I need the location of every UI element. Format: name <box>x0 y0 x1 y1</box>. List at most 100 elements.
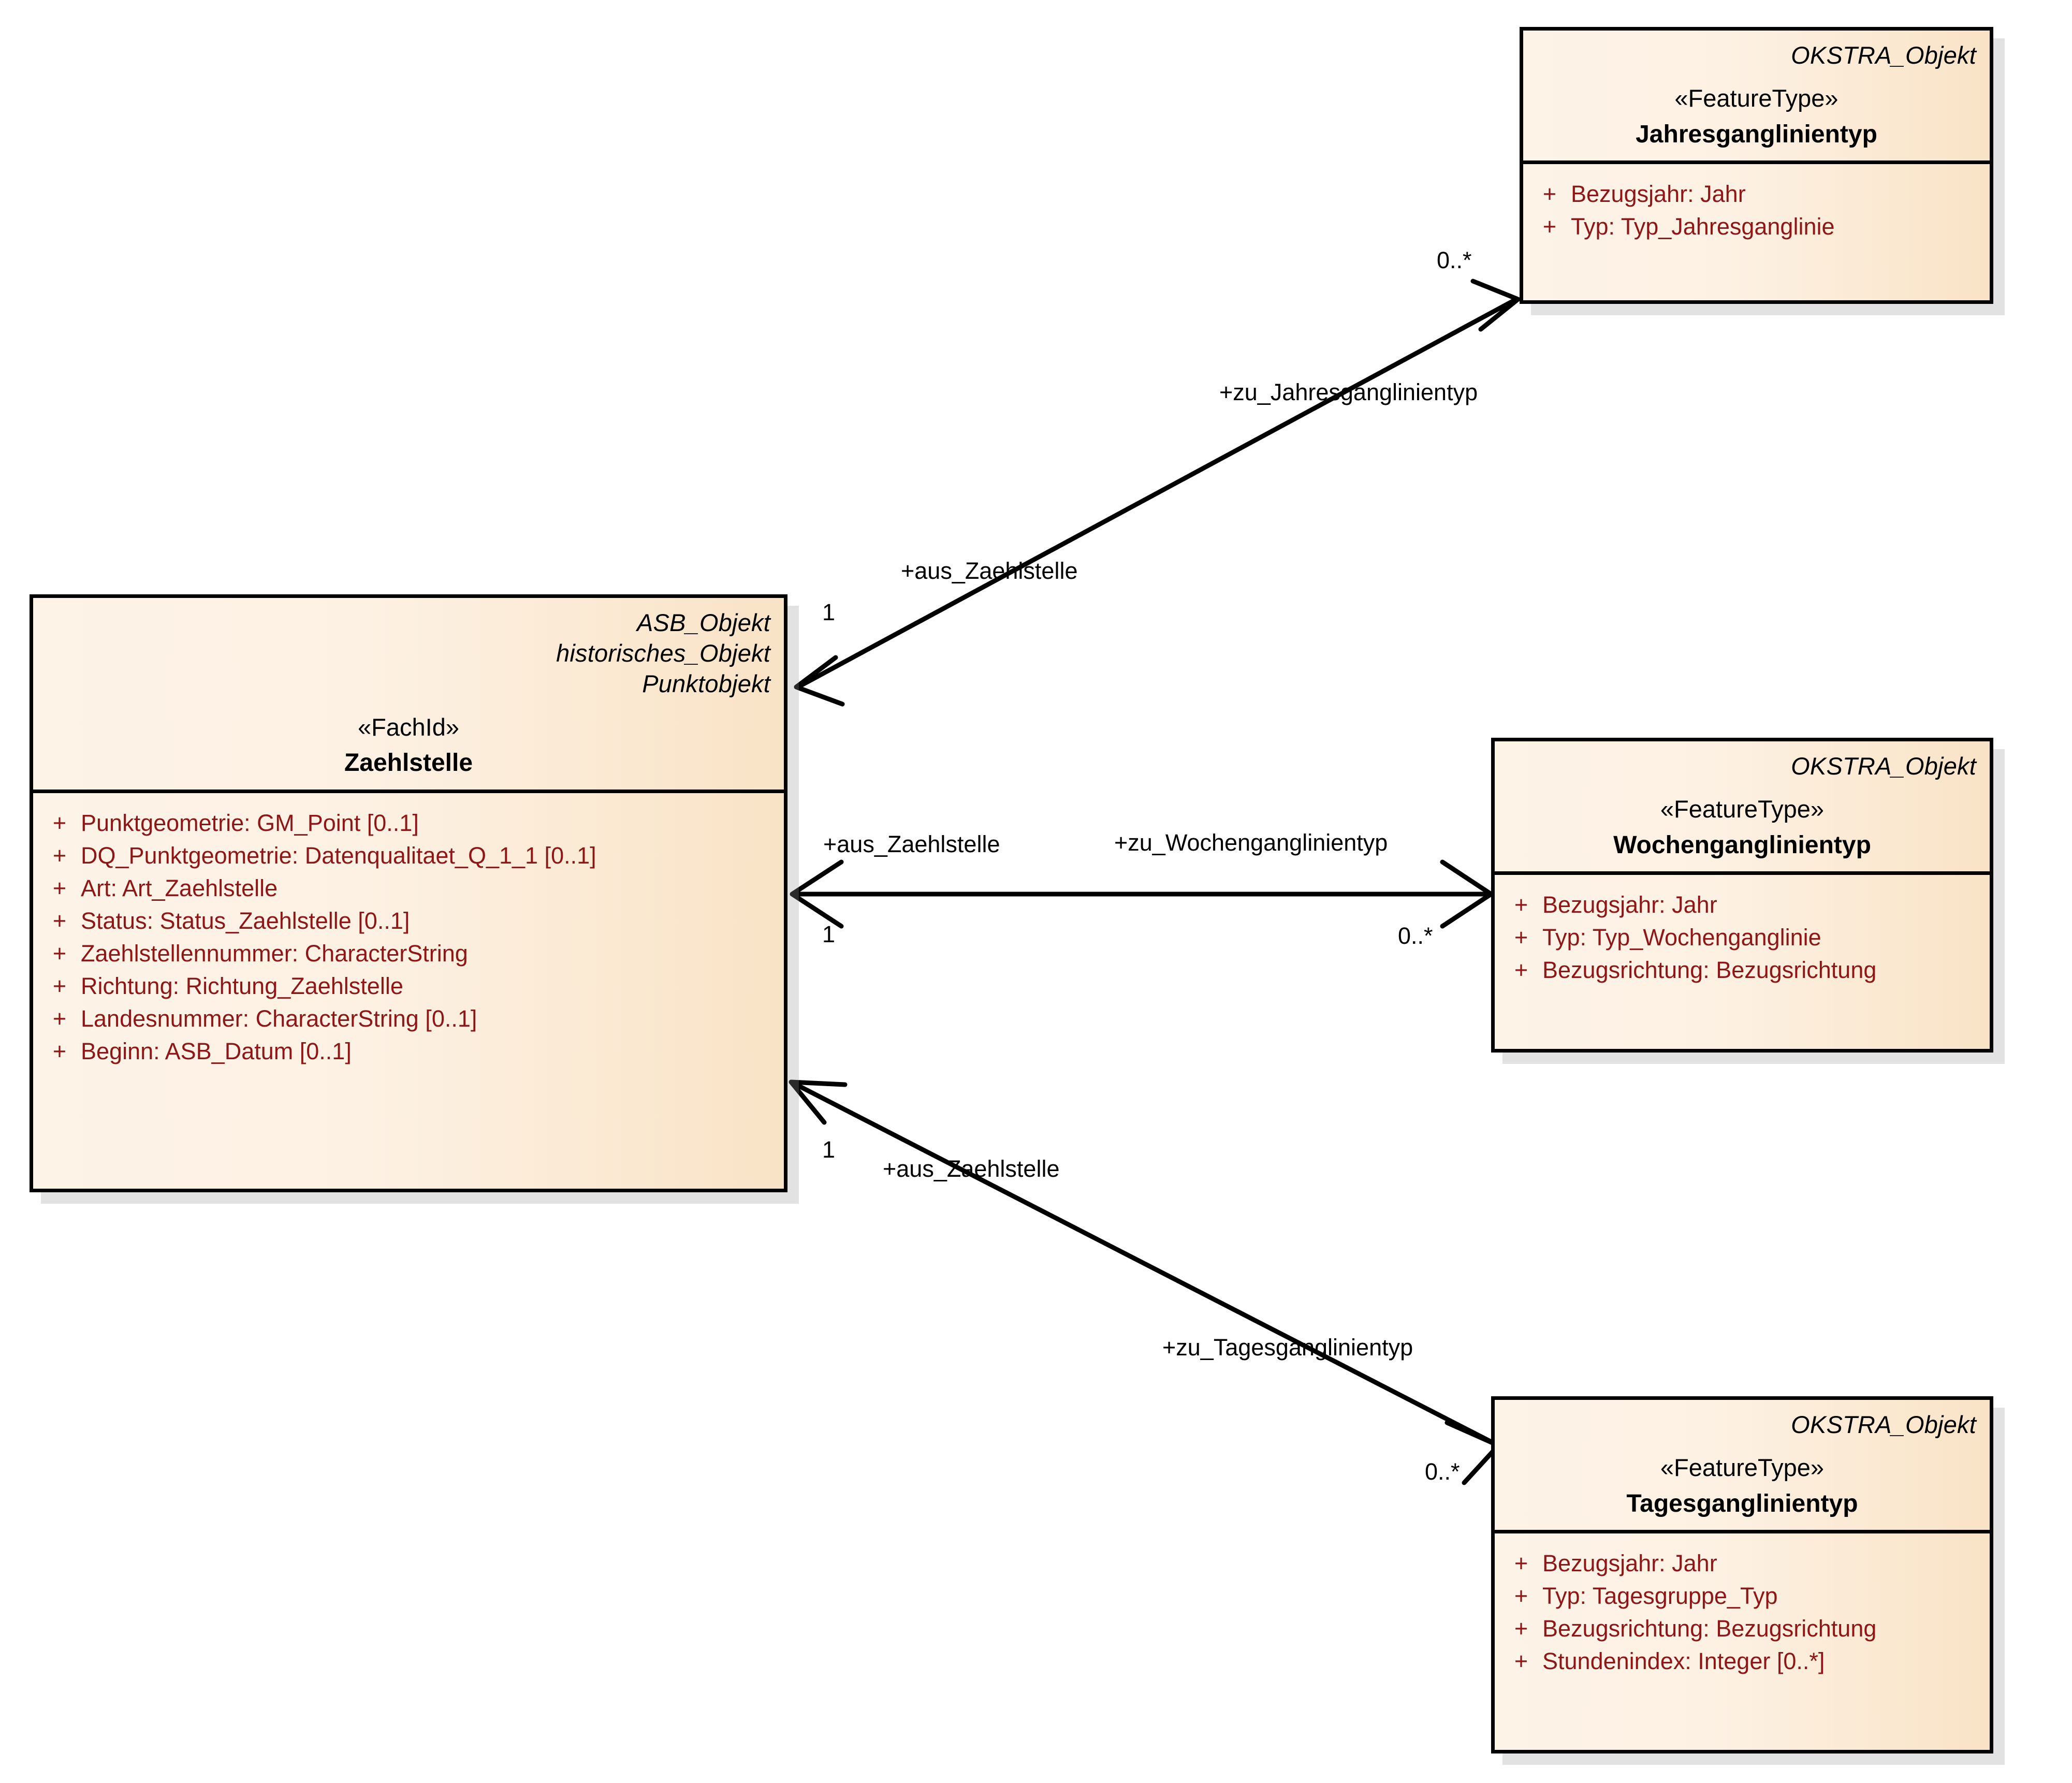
multiplicity-wochenganglinientyp-source: 1 <box>822 921 836 947</box>
multiplicity-jahresganglinientyp-target: 0..* <box>1437 247 1472 273</box>
multiplicity-jahresganglinientyp-source: 1 <box>822 599 836 625</box>
multiplicity-tagesganglinientyp-target: 0..* <box>1425 1458 1460 1485</box>
attribute-row: + DQ_Punktgeometrie: Datenqualitaet_Q_1_… <box>38 839 779 872</box>
class-parents-jahresganglinientyp: OKSTRA_Objekt <box>1537 40 1976 70</box>
class-attributes-zaehlstelle: + Punktgeometrie: GM_Point [0..1] + DQ_P… <box>33 793 784 1078</box>
class-divider <box>1523 160 1990 165</box>
attribute-row: + Landesnummer: CharacterString [0..1] <box>38 1002 779 1035</box>
attribute-row: + Richtung: Richtung_Zaehlstelle <box>38 970 779 1002</box>
class-stereotype-tagesganglinientyp: «FeatureType» <box>1660 1454 1825 1482</box>
attribute-text: Beginn: ASB_Datum [0..1] <box>81 1037 352 1064</box>
class-box-wochenganglinientyp[interactable]: OKSTRA_Objekt «FeatureType» Wochengangli… <box>1491 738 1993 1053</box>
attribute-text: Typ: Typ_Wochenganglinie <box>1542 924 1821 951</box>
parent-label: Punktobjekt <box>642 670 770 698</box>
attribute-text: Landesnummer: CharacterString [0..1] <box>81 1005 477 1032</box>
class-divider <box>1495 871 1990 875</box>
association-label-aus-zaehlstelle-wochen: +aus_Zaehlstelle <box>823 831 1000 857</box>
association-jahresganglinientyp[interactable] <box>794 279 1521 707</box>
attribute-visibility: + <box>52 1005 67 1032</box>
attribute-text: Typ: Tagesgruppe_Typ <box>1542 1583 1778 1610</box>
attribute-visibility: + <box>1542 181 1557 208</box>
attribute-row: + Bezugsjahr: Jahr <box>1528 178 1985 210</box>
attribute-text: Bezugsrichtung: Bezugsrichtung <box>1542 1615 1877 1642</box>
class-name-wochenganglinientyp: Wochenganglinientyp <box>1613 831 1871 859</box>
attribute-text: Punktgeometrie: GM_Point [0..1] <box>81 809 419 836</box>
multiplicity-wochenganglinientyp-target: 0..* <box>1398 923 1433 949</box>
class-divider <box>33 789 784 793</box>
attribute-visibility: + <box>1514 924 1528 951</box>
attribute-row: + Bezugsrichtung: Bezugsrichtung <box>1500 1612 1985 1645</box>
association-label-zu-wochenganglinientyp: +zu_Wochenganglinientyp <box>1114 829 1388 856</box>
attribute-row: + Status: Status_Zaehlstelle [0..1] <box>38 904 779 937</box>
attribute-text: Zaehlstellennummer: CharacterString <box>81 940 468 967</box>
attribute-row: + Art: Art_Zaehlstelle <box>38 872 779 904</box>
association-label-aus-zaehlstelle-tages: +aus_Zaehlstelle <box>883 1156 1060 1182</box>
attribute-visibility: + <box>52 842 67 869</box>
attribute-visibility: + <box>52 907 67 934</box>
class-header-jahresganglinientyp: OKSTRA_Objekt «FeatureType» Jahresgangli… <box>1523 31 1990 160</box>
association-label-zu-tagesganglinientyp: +zu_Tagesganglinientyp <box>1162 1334 1413 1361</box>
attribute-row: + Zaehlstellennummer: CharacterString <box>38 937 779 970</box>
attribute-visibility: + <box>52 940 67 967</box>
arrowhead-to-zaehlstelle-jahres <box>794 655 845 707</box>
attribute-text: Status: Status_Zaehlstelle [0..1] <box>81 907 410 934</box>
class-name-tagesganglinientyp: Tagesganglinientyp <box>1626 1489 1858 1517</box>
attribute-visibility: + <box>52 809 67 836</box>
multiplicity-tagesganglinientyp-source: 1 <box>822 1136 836 1163</box>
attribute-visibility: + <box>52 1037 67 1064</box>
attribute-visibility: + <box>1514 957 1528 984</box>
attribute-text: Bezugsjahr: Jahr <box>1571 181 1746 208</box>
attribute-visibility: + <box>1542 213 1557 240</box>
association-wochenganglinientyp[interactable] <box>790 859 1494 929</box>
class-parents-tagesganglinientyp: OKSTRA_Objekt <box>1508 1409 1976 1440</box>
attribute-text: Richtung: Richtung_Zaehlstelle <box>81 972 403 999</box>
association-label-zu-jahresganglinientyp: +zu_Jahresganglinientyp <box>1219 379 1478 405</box>
parent-label: OKSTRA_Objekt <box>1791 752 1976 780</box>
class-name-jahresganglinientyp: Jahresganglinientyp <box>1636 120 1877 148</box>
class-stereotype-jahresganglinientyp: «FeatureType» <box>1674 84 1838 112</box>
attribute-visibility: + <box>1514 1550 1528 1577</box>
attribute-text: Bezugsjahr: Jahr <box>1542 892 1717 918</box>
arrowhead-to-zaehlstelle-wochen <box>790 859 844 929</box>
parent-label: OKSTRA_Objekt <box>1791 41 1976 69</box>
attribute-visibility: + <box>52 874 67 901</box>
parent-label: ASB_Objekt <box>636 609 770 636</box>
class-parents-wochenganglinientyp: OKSTRA_Objekt <box>1508 751 1976 781</box>
attribute-text: Bezugsjahr: Jahr <box>1542 1550 1717 1577</box>
class-name-zaehlstelle: Zaehlstelle <box>344 749 473 777</box>
class-parents-zaehlstelle: ASB_Objekt historisches_Objekt Punktobje… <box>47 607 770 699</box>
association-tagesganglinientyp[interactable] <box>789 1079 1501 1485</box>
class-header-tagesganglinientyp: OKSTRA_Objekt «FeatureType» Tagesganglin… <box>1495 1400 1990 1530</box>
parent-label: historisches_Objekt <box>556 639 770 667</box>
attribute-row: + Punktgeometrie: GM_Point [0..1] <box>38 807 779 839</box>
class-box-jahresganglinientyp[interactable]: OKSTRA_Objekt «FeatureType» Jahresgangli… <box>1520 27 1993 304</box>
class-attributes-tagesganglinientyp: + Bezugsjahr: Jahr + Typ: Tagesgruppe_Ty… <box>1495 1533 1990 1688</box>
arrowhead-to-jahresganglinientyp <box>1470 279 1521 332</box>
attribute-row: + Bezugsrichtung: Bezugsrichtung <box>1500 954 1985 986</box>
attribute-row: + Beginn: ASB_Datum [0..1] <box>38 1035 779 1068</box>
attribute-visibility: + <box>1514 1583 1528 1610</box>
arrowhead-to-wochenganglinientyp <box>1440 859 1494 929</box>
class-attributes-jahresganglinientyp: + Bezugsjahr: Jahr + Typ: Typ_Jahresgang… <box>1523 164 1990 253</box>
class-header-wochenganglinientyp: OKSTRA_Objekt «FeatureType» Wochengangli… <box>1495 741 1990 871</box>
attribute-visibility: + <box>1514 1648 1528 1675</box>
class-stereotype-wochenganglinientyp: «FeatureType» <box>1660 795 1825 823</box>
attribute-row: + Typ: Typ_Jahresganglinie <box>1528 210 1985 243</box>
class-stereotype-zaehlstelle: «FachId» <box>358 713 459 741</box>
arrowhead-to-zaehlstelle-tages <box>789 1079 848 1125</box>
class-header-zaehlstelle: ASB_Objekt historisches_Objekt Punktobje… <box>33 598 784 790</box>
attribute-text: Art: Art_Zaehlstelle <box>81 874 278 901</box>
attribute-row: + Bezugsjahr: Jahr <box>1500 888 1985 921</box>
attribute-visibility: + <box>1514 892 1528 918</box>
attribute-row: + Bezugsjahr: Jahr <box>1500 1547 1985 1580</box>
class-attributes-wochenganglinientyp: + Bezugsjahr: Jahr + Typ: Typ_Wochengang… <box>1495 875 1990 997</box>
attribute-row: + Stundenindex: Integer [0..*] <box>1500 1645 1985 1677</box>
class-box-tagesganglinientyp[interactable]: OKSTRA_Objekt «FeatureType» Tagesganglin… <box>1491 1396 1993 1753</box>
class-box-zaehlstelle[interactable]: ASB_Objekt historisches_Objekt Punktobje… <box>30 594 787 1192</box>
attribute-visibility: + <box>1514 1615 1528 1642</box>
association-label-aus-zaehlstelle-jahres: +aus_Zaehlstelle <box>901 558 1078 584</box>
attribute-visibility: + <box>52 972 67 999</box>
attribute-text: Stundenindex: Integer [0..*] <box>1542 1648 1825 1675</box>
parent-label: OKSTRA_Objekt <box>1791 1411 1976 1438</box>
